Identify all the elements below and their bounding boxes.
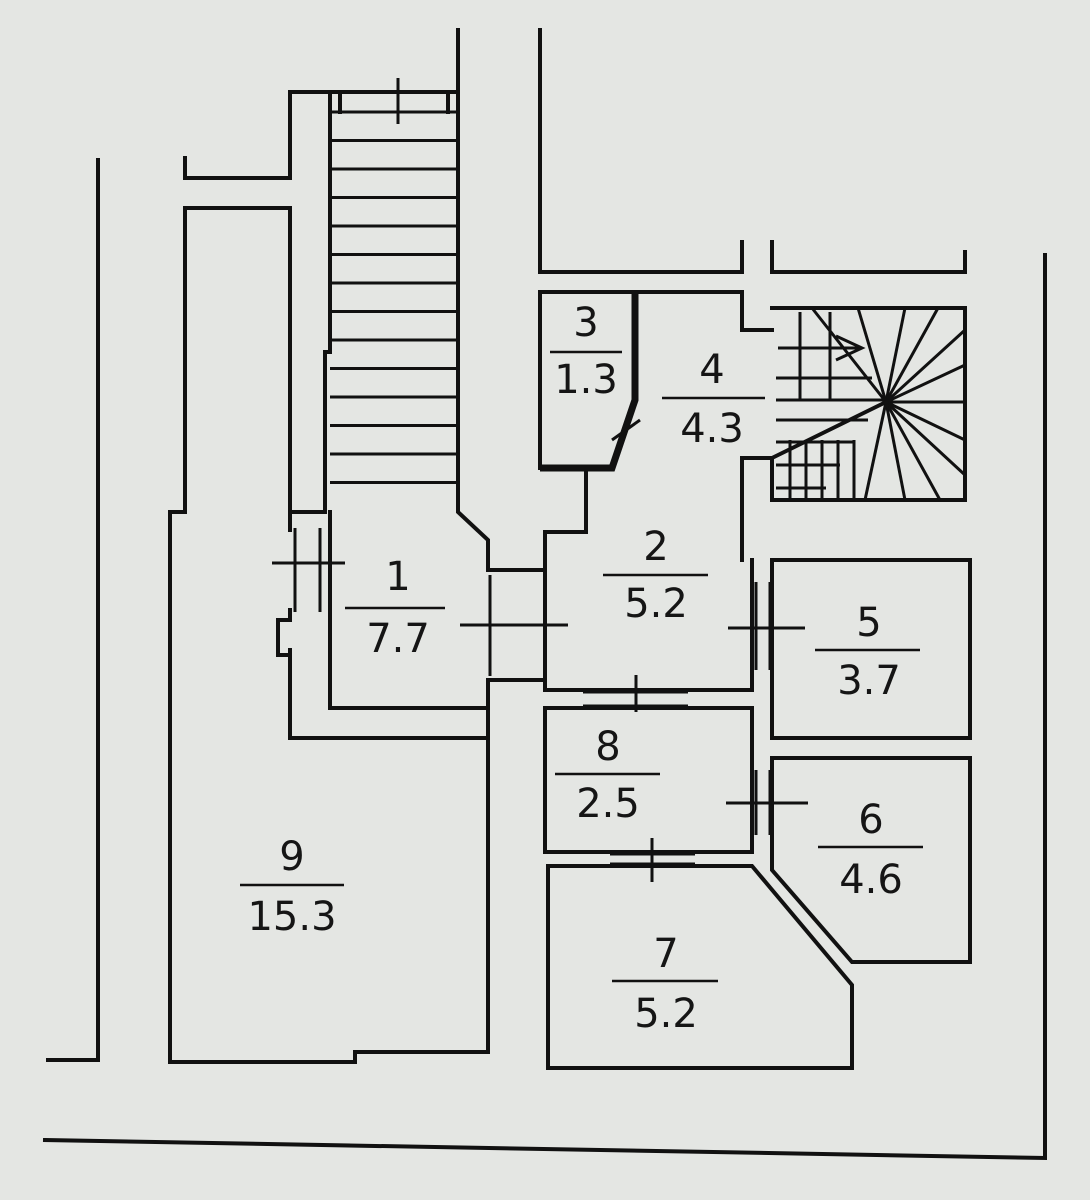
room-3-wall [540, 292, 639, 472]
room-label-2: 2 5.2 [603, 524, 708, 627]
svg-text:7: 7 [653, 931, 678, 977]
svg-text:9: 9 [279, 834, 304, 880]
room-4-walls [740, 306, 967, 562]
svg-text:2.5: 2.5 [576, 781, 640, 827]
svg-text:5.2: 5.2 [624, 581, 688, 627]
room-label-1: 1 7.7 [345, 554, 445, 662]
room-8-walls [543, 706, 754, 854]
room-label-4: 4 4.3 [662, 347, 765, 452]
svg-text:15.3: 15.3 [247, 894, 336, 940]
svg-text:4.3: 4.3 [680, 406, 744, 452]
room-label-9: 9 15.3 [240, 834, 344, 940]
svg-text:2: 2 [643, 524, 668, 570]
svg-text:8: 8 [595, 724, 620, 770]
svg-text:6: 6 [858, 797, 883, 843]
main-staircase [330, 90, 458, 484]
svg-text:7.7: 7.7 [366, 616, 430, 662]
room-2-walls [543, 468, 754, 692]
svg-text:5: 5 [856, 600, 881, 646]
svg-text:4.6: 4.6 [839, 857, 903, 903]
room-3-walls [538, 290, 774, 470]
spiral-staircase [769, 307, 967, 501]
svg-text:5.2: 5.2 [634, 991, 698, 1037]
room-label-6: 6 4.6 [818, 797, 923, 903]
room-5-walls [770, 558, 972, 740]
arrow-icon [778, 334, 866, 362]
site-boundary [42, 28, 1047, 1161]
svg-text:1.3: 1.3 [554, 357, 618, 403]
doors [272, 78, 808, 882]
room-6-walls [770, 756, 972, 964]
svg-text:3.7: 3.7 [837, 658, 901, 704]
svg-text:1: 1 [385, 554, 410, 600]
room-label-7: 7 5.2 [612, 931, 718, 1037]
svg-text:4: 4 [699, 347, 724, 393]
room-1-walls [276, 90, 547, 740]
room-label-5: 5 3.7 [815, 600, 920, 704]
room-label-8: 8 2.5 [555, 724, 660, 827]
svg-text:3: 3 [573, 300, 598, 346]
room-label-3: 3 1.3 [550, 300, 622, 403]
room-7-walls [546, 864, 854, 1070]
room-9-walls [168, 206, 490, 1064]
